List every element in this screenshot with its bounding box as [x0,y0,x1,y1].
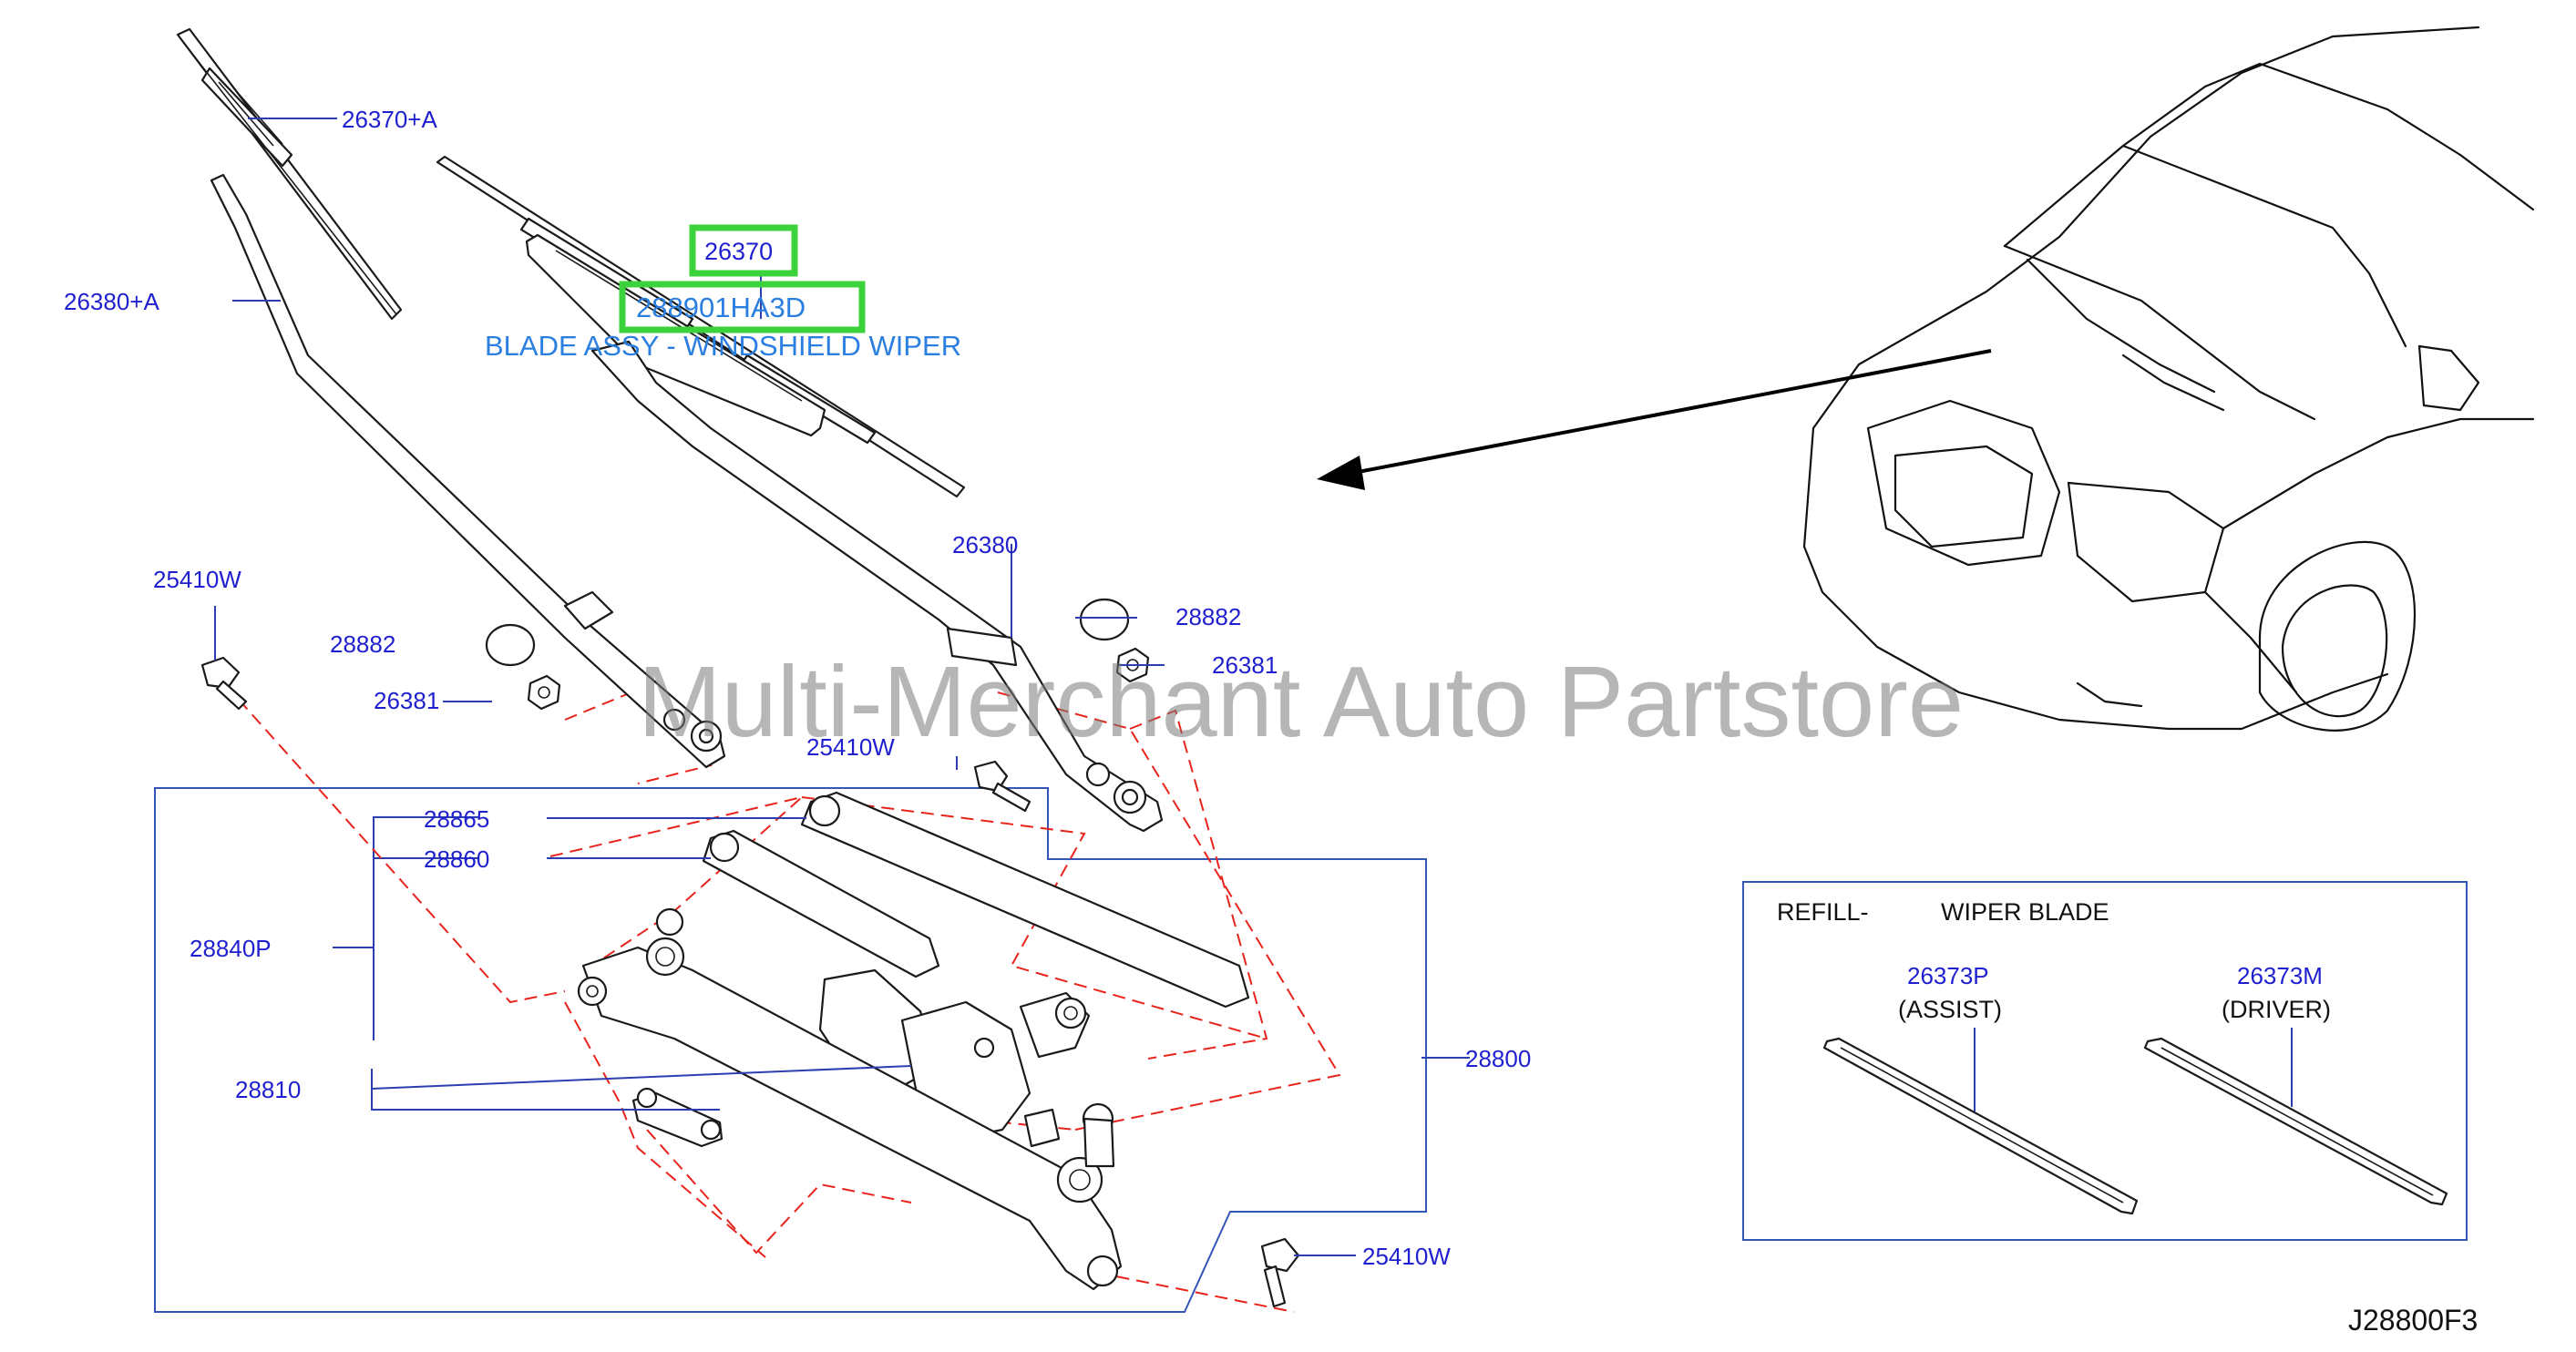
callout-25410w-left: 25410W [153,566,241,593]
diagram-code: J28800F3 [2348,1304,2478,1337]
pointer-arrow [1317,349,1992,490]
callout-26370a: 26370+A [342,106,437,133]
callout-25410w-mid: 25410W [806,733,895,761]
bolt-left [200,656,248,711]
refill-title-right: WIPER BLADE [1941,898,2109,926]
refill-strip-driver [2143,1037,2448,1206]
link-rod-upper [800,791,1250,1009]
highlight-box-part [689,224,798,277]
callout-28865: 28865 [424,805,489,833]
refill-strip-assist [1822,1037,2139,1215]
nut-left [527,674,561,711]
refill-box [1742,881,2468,1241]
linkage-frame [577,907,1123,1291]
watermark: Multi-Merchant Auto Partstore [638,646,1964,758]
refill-driver-label: (DRIVER) [2222,996,2331,1023]
highlight-part-number[interactable]: 26370 [704,238,773,265]
wiper-arm-main [590,340,1164,833]
callout-28882-left: 28882 [330,630,395,658]
callout-26380a: 26380+A [64,288,159,315]
callout-25410w-bottom: 25410W [1362,1243,1451,1270]
motor-bracket [631,1087,724,1148]
cap-right [1079,598,1130,641]
wiper-arm-a [210,173,726,769]
link-rod-lower [702,829,940,978]
callout-28840p: 28840P [190,935,272,962]
highlight-oem-number[interactable]: 288901HA3D [636,292,806,323]
dashed-guides [238,686,1341,1313]
callout-28860: 28860 [424,845,489,873]
link-bracket [373,816,478,1040]
bolt-bottom [1260,1237,1300,1308]
callout-26381-right: 26381 [1212,651,1278,679]
callout-28810: 28810 [235,1076,301,1103]
refill-assist-label: (ASSIST) [1898,996,2002,1023]
highlight-box-oem [619,281,866,333]
car-illustration [1802,26,2535,732]
callout-28800: 28800 [1465,1045,1531,1072]
refill-driver-number: 26373M [2237,962,2323,989]
highlight-description: BLADE ASSY - WINDSHIELD WIPER [485,330,961,362]
refill-assist-number: 26373P [1907,962,1989,989]
callout-26381-left: 26381 [374,687,439,714]
assembly-outline-box [154,787,1427,1313]
refill-title-left: REFILL- [1777,898,1869,926]
callout-26380: 26380 [952,531,1018,558]
wiper-blade-a [176,27,403,321]
leader-lines [214,118,2293,1256]
callout-28882-right: 28882 [1175,603,1241,630]
bolt-mid [973,760,1031,813]
cap-left [485,623,536,667]
